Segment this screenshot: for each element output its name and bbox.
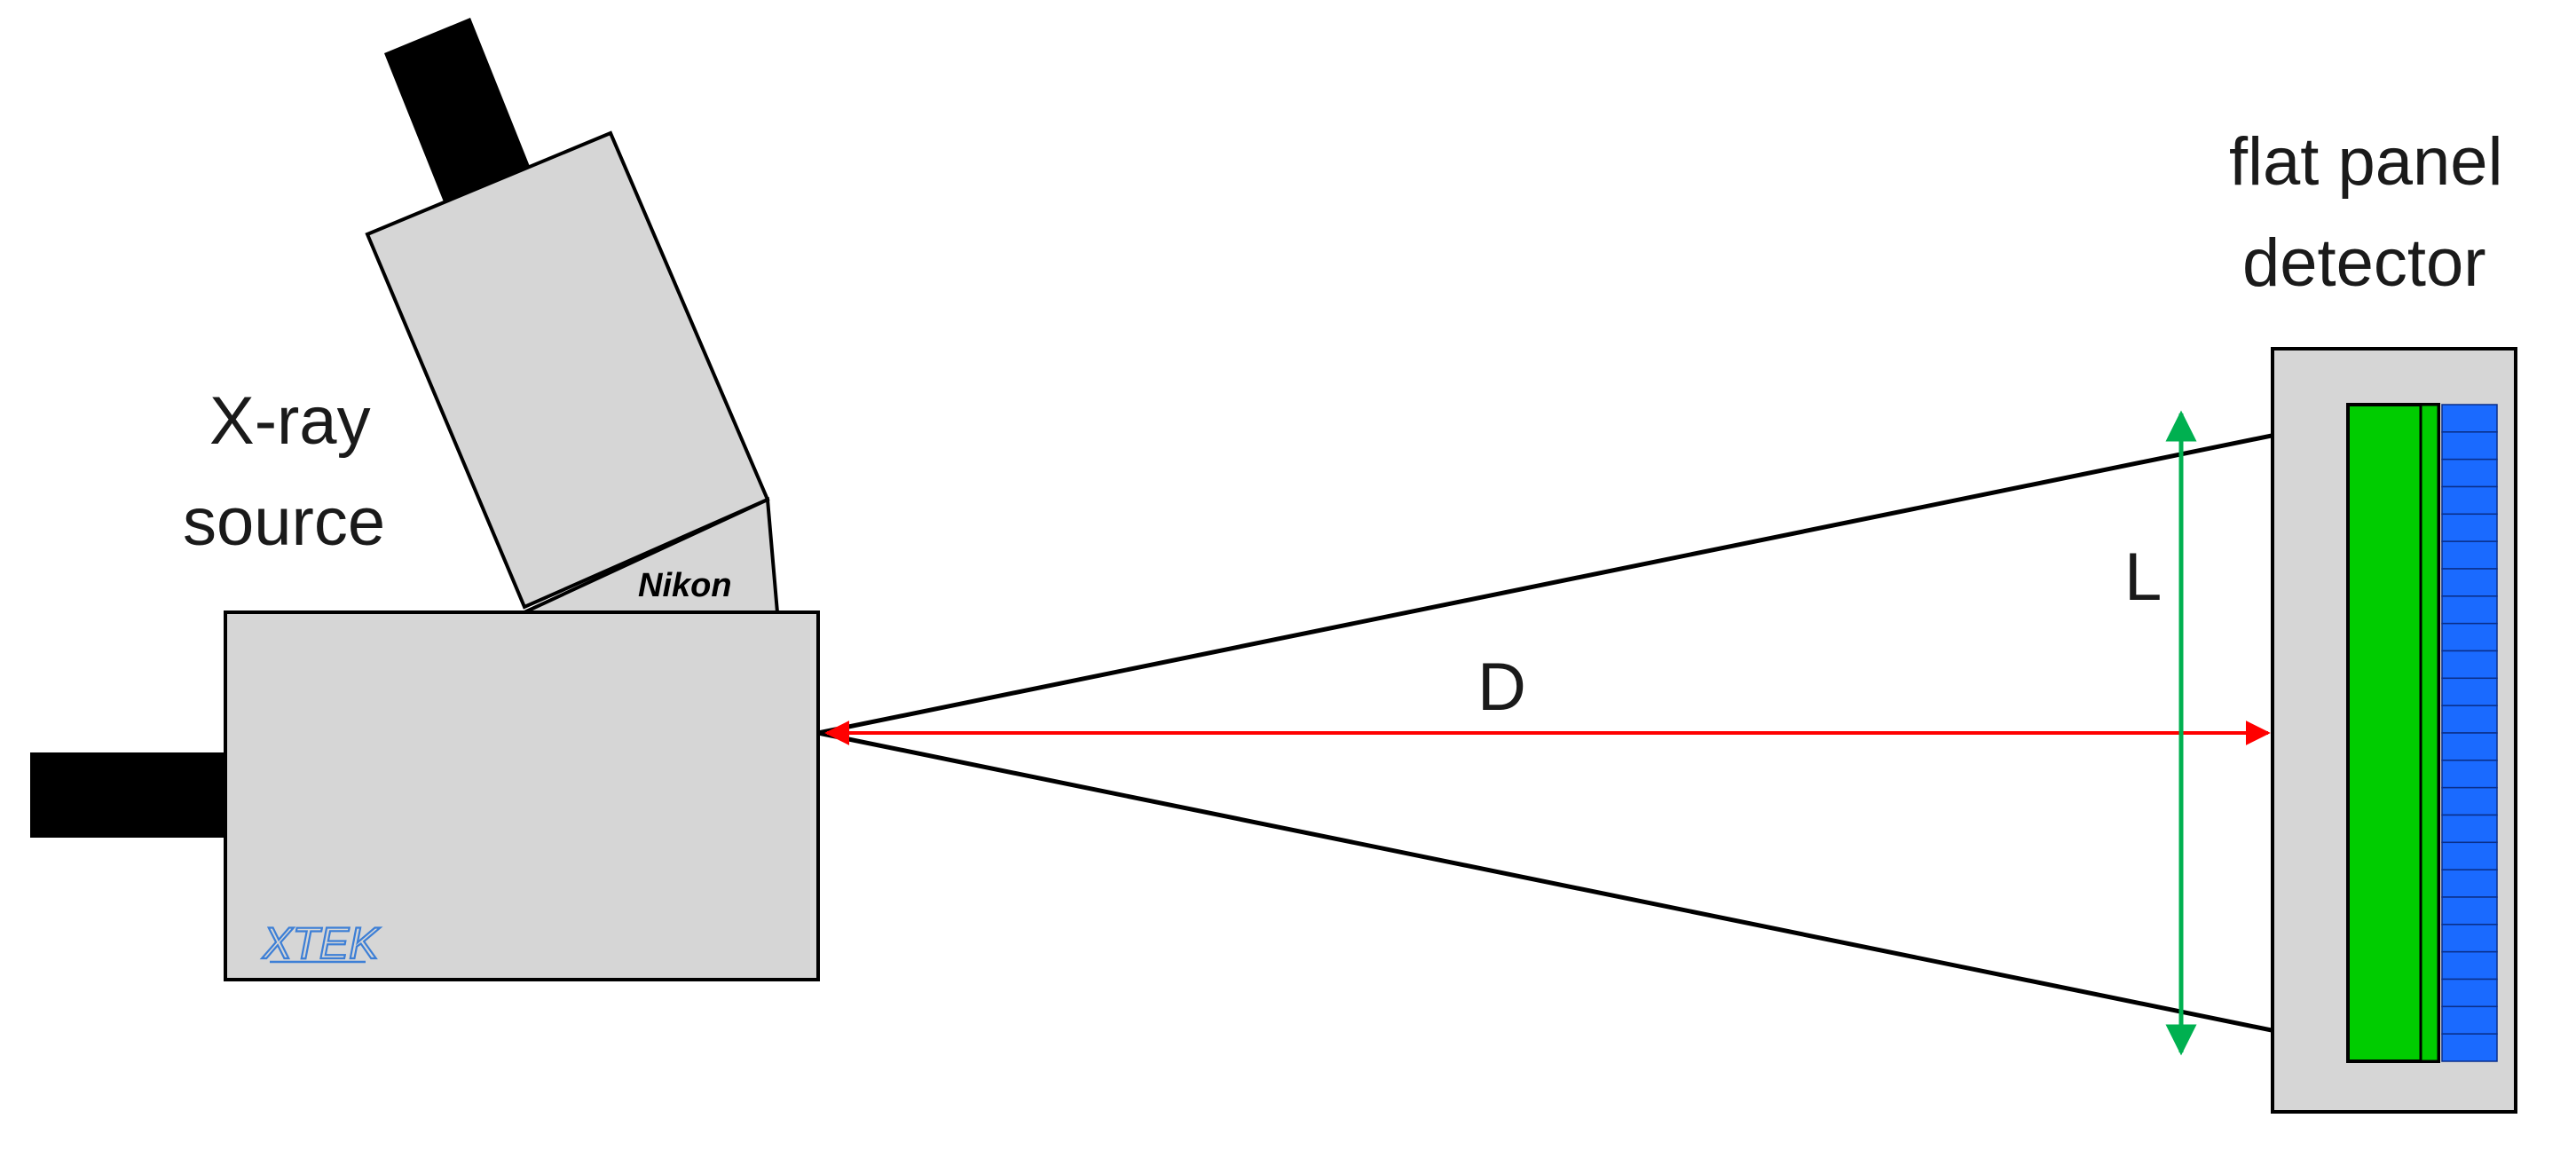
detector-pixel-cell [2441,950,2498,981]
detector-pixel-cell [2441,705,2498,734]
detector-pixel-cell [2441,896,2498,926]
detector-scintillator-edge [2419,403,2440,1063]
detector-pixel-cell [2441,786,2498,816]
detector-pixel-cell [2441,869,2498,898]
detector-pixel-cell [2441,513,2498,542]
detector-pixel-cell [2441,677,2498,706]
source-label-line2: source [183,484,385,560]
detector-pixel-cell [2441,431,2498,461]
detector-pixel-cell [2441,924,2498,953]
detector-label-line2: detector [2242,225,2486,301]
distance-label: D [1477,650,1526,725]
xray-source: Nikon XTEK [30,18,820,981]
detector-pixel-cell [2441,841,2498,870]
source-label-line1: X-ray [209,383,371,459]
flat-panel-detector [2271,347,2517,1114]
detector-pixel-cell [2441,1033,2498,1062]
xtek-logo: XTEK [262,918,381,968]
detector-pixel-cell [2441,1005,2498,1035]
detector-pixel-cell [2441,595,2498,625]
beam-upper-edge [817,402,2424,736]
detector-pixel-cell [2441,622,2498,652]
detector-pixel-cell [2441,540,2498,570]
nikon-logo: Nikon [638,567,732,604]
detector-pixel-cell [2441,760,2498,789]
source-rear-connector [30,752,227,838]
source-tube-cap [384,18,531,204]
source-housing [224,610,820,981]
detector-label-line1: flat panel [2229,124,2502,200]
beam-lower-edge [817,730,2424,1064]
detector-pixel-cell [2441,814,2498,844]
xray-cone-beam [817,402,2424,1064]
length-label: L [2124,540,2162,615]
detector-pixel-array [2441,404,2498,1062]
detector-pixel-cell [2441,978,2498,1008]
detector-pixel-cell [2441,404,2498,433]
detector-pixel-cell [2441,568,2498,597]
detector-pixel-cell [2441,650,2498,680]
detector-pixel-cell [2441,458,2498,488]
detector-pixel-cell [2441,732,2498,761]
detector-pixel-cell [2441,485,2498,516]
